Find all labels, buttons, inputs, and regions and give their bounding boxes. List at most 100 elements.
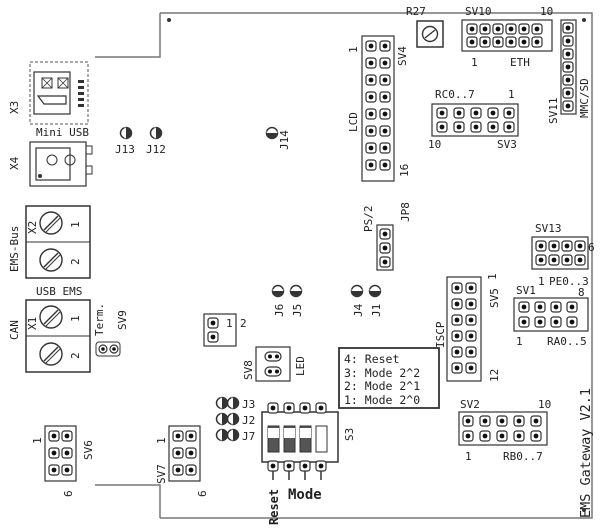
legend-line-mode0: 1: Mode 2^0 xyxy=(344,393,420,407)
x3-usb-connector-icon xyxy=(29,61,89,125)
x2-label: X2 xyxy=(26,221,39,234)
sv1-label: SV1 xyxy=(516,284,536,297)
j6-label: J6 xyxy=(273,304,286,317)
j2-jumper-icon xyxy=(215,412,240,426)
sv4-lcd-header-icon xyxy=(361,35,395,182)
sv8-led-header-icon xyxy=(255,346,291,382)
sv8-label: SV8 xyxy=(242,360,255,380)
led-label: LED xyxy=(294,356,307,376)
sv6-header-icon xyxy=(44,425,77,482)
legend-line-reset: 4: Reset xyxy=(344,352,399,366)
sv2-pin10-label: 10 xyxy=(538,398,551,411)
x2-pin1-label: 1 xyxy=(69,221,82,228)
jp8-label: JP8 xyxy=(399,202,412,222)
sv6-pin6-label: 6 xyxy=(62,490,75,497)
j2-label: J2 xyxy=(242,414,255,427)
sv5-pin12-label: 12 xyxy=(488,369,501,382)
sv10-label: SV10 xyxy=(465,5,492,18)
j1-label: J1 xyxy=(370,304,383,317)
j13-label: J13 xyxy=(115,143,135,156)
ps2-label: PS/2 xyxy=(362,206,375,233)
sv7-label: SV7 xyxy=(155,464,168,484)
sv7-pin1-label: 1 xyxy=(155,437,168,444)
x2-pin2-label: 2 xyxy=(69,258,82,265)
board-outline xyxy=(95,12,593,519)
x1-label: X1 xyxy=(26,317,39,330)
sv7-header-icon xyxy=(168,425,201,482)
j7-label: J7 xyxy=(242,430,255,443)
term-label: Term. xyxy=(93,303,106,336)
mmc-sd-label: MMC/SD xyxy=(578,78,591,118)
sv6-pin1-label: 1 xyxy=(31,437,44,444)
j14-label: J14 xyxy=(278,130,291,150)
sv13-header-icon xyxy=(531,236,589,270)
sv2-label: SV2 xyxy=(460,398,480,411)
rb-label: RB0..7 xyxy=(503,450,543,463)
two-pin-header-pin1-label: 1 xyxy=(226,317,233,330)
usb-ems-label: USB EMS xyxy=(36,285,82,298)
sv13-label: SV13 xyxy=(535,222,562,235)
j4-jumper-icon xyxy=(350,284,364,298)
s3-dip-switch-icon xyxy=(261,402,339,480)
mini-usb-label: Mini USB xyxy=(36,126,89,139)
j5-jumper-icon xyxy=(289,284,303,298)
sv11-header-icon xyxy=(560,19,577,115)
x1-pin2-label: 2 xyxy=(69,352,82,359)
lcd-pin1-label: 1 xyxy=(347,46,360,53)
sv3-rc-header-icon xyxy=(431,103,519,137)
iscp-label: ISCP xyxy=(434,321,447,348)
r27-label: R27 xyxy=(406,5,426,18)
sv4-label: SV4 xyxy=(396,46,409,66)
pe-label: PE0..3 xyxy=(549,275,589,288)
x3-label: X3 xyxy=(8,101,21,114)
x2-screw-terminal-icon xyxy=(25,205,91,279)
j14-jumper-icon xyxy=(265,126,279,140)
mounting-holes xyxy=(167,18,586,512)
board-title: EMS Gateway V2.1 xyxy=(578,388,594,518)
rc-label: RC0..7 xyxy=(435,88,475,101)
sv5-label: SV5 xyxy=(488,288,501,308)
two-pin-header-pin2-label: 2 xyxy=(240,317,247,330)
sv2-pin1-label: 1 xyxy=(465,450,472,463)
sv10-pin10-label: 10 xyxy=(540,5,553,18)
sv11-label: SV11 xyxy=(547,98,560,125)
j5-label: J5 xyxy=(291,304,304,317)
j6-jumper-icon xyxy=(271,284,285,298)
x4-label: X4 xyxy=(8,156,21,170)
sv13-pin6-label: 6 xyxy=(588,241,595,254)
mode-label: Mode xyxy=(288,487,322,503)
x1-pin1-label: 1 xyxy=(69,315,82,322)
j4-label: J4 xyxy=(352,303,365,317)
sv10-pin1-label: 1 xyxy=(471,56,478,69)
lcd-pin16-label: 16 xyxy=(398,164,411,177)
j13-jumper-icon xyxy=(119,126,133,140)
sv6-label: SV6 xyxy=(82,440,95,460)
ems-bus-label: EMS-Bus xyxy=(8,226,21,272)
switch-legend: 4: Reset 3: Mode 2^2 2: Mode 2^1 1: Mode… xyxy=(338,347,440,409)
sv3-pin10-label: 10 xyxy=(428,138,441,151)
sv7-pin6-label: 6 xyxy=(196,490,209,497)
x1-screw-terminal-icon xyxy=(25,299,91,373)
sv2-header-icon xyxy=(458,411,548,446)
sv3-label: SV3 xyxy=(497,138,517,151)
sv9-header-icon xyxy=(95,341,121,357)
j3-label: J3 xyxy=(242,398,255,411)
jp8-ps2-header-icon xyxy=(376,224,394,271)
s3-label: S3 xyxy=(343,428,356,441)
j7-jumper-icon xyxy=(215,428,240,442)
two-pin-header-icon xyxy=(203,313,237,347)
sv1-header-icon xyxy=(513,297,589,332)
sv1-pin8-label: 8 xyxy=(578,286,585,299)
sv5-pin1-label: 1 xyxy=(486,273,499,280)
j12-label: J12 xyxy=(146,143,166,156)
reset-label: Reset xyxy=(267,489,281,525)
can-label: CAN xyxy=(8,320,21,340)
sv1-pin1-label: 1 xyxy=(516,335,523,348)
lcd-label: LCD xyxy=(347,112,360,132)
j12-jumper-icon xyxy=(149,126,163,140)
r27-trimmer-icon xyxy=(416,20,444,48)
x4-usb-connector-icon xyxy=(29,141,93,187)
eth-label: ETH xyxy=(510,56,530,69)
sv13-pin1-label: 1 xyxy=(538,275,545,288)
